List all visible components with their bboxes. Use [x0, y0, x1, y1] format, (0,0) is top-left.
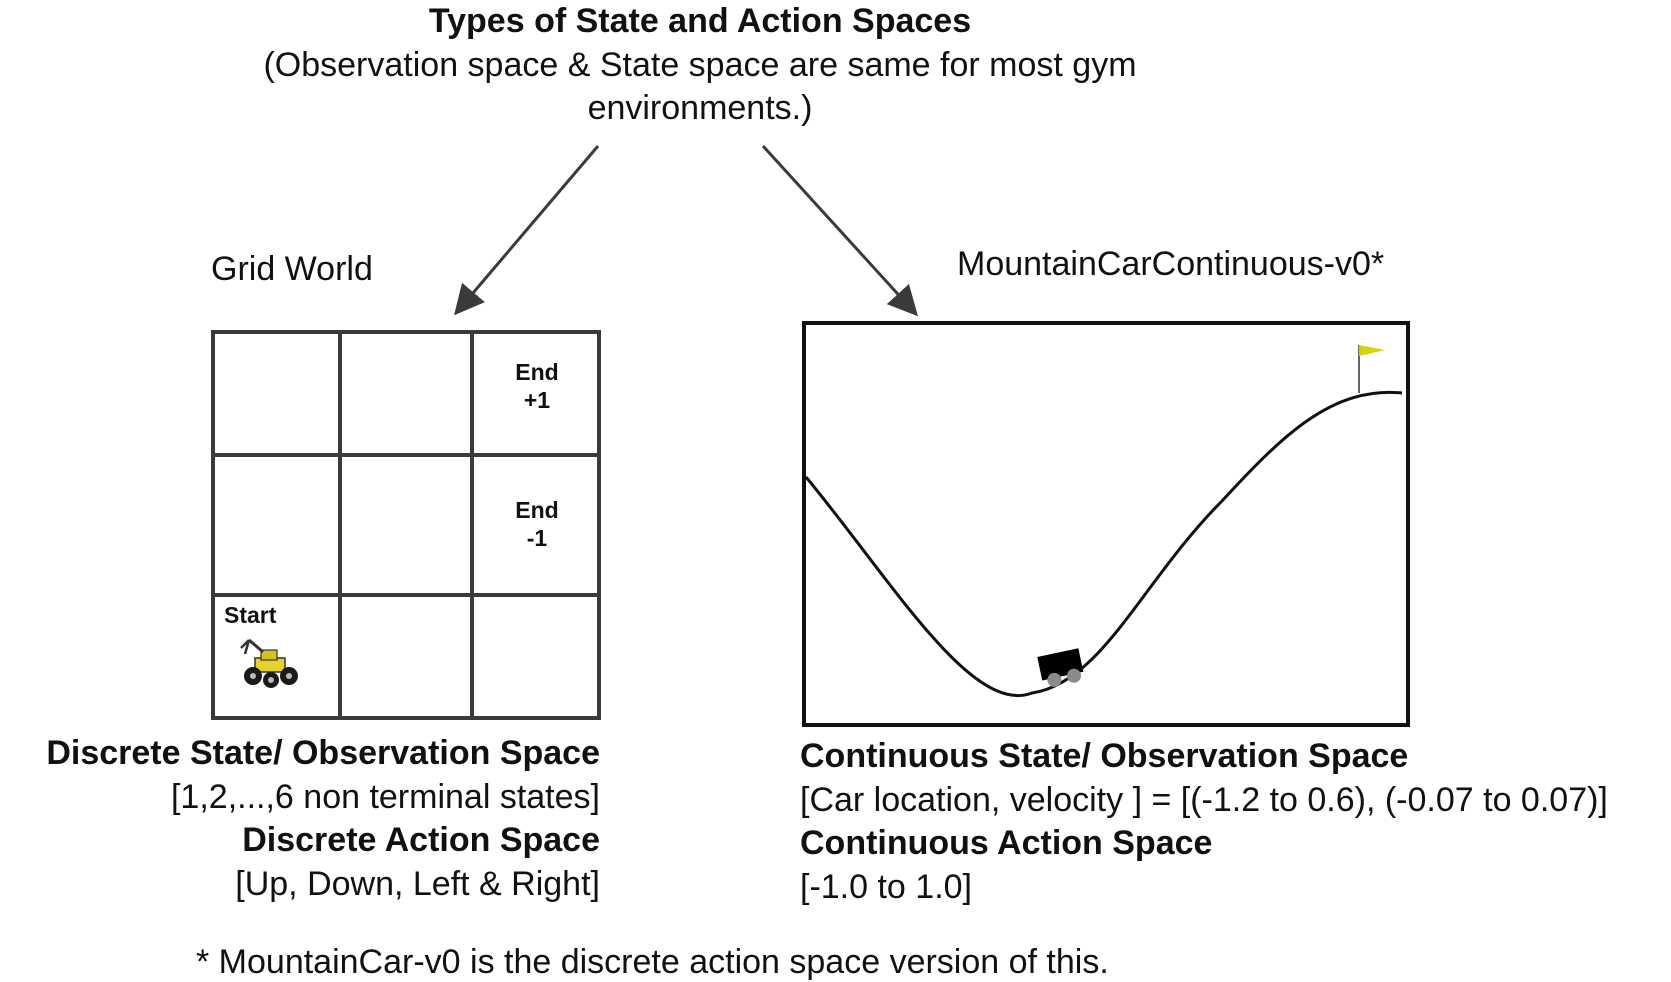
- continuous-action-value: [-1.0 to 1.0]: [800, 868, 972, 906]
- continuous-state-value: [Car location, velocity ] = [(-1.2 to 0.…: [800, 781, 1608, 819]
- cell-end-positive: End +1: [472, 358, 602, 414]
- end-label: End: [515, 497, 559, 523]
- goal-flag-icon: [1358, 345, 1385, 393]
- cell-start-label: Start: [224, 602, 277, 628]
- diagram-subtitle: (Observation space & State space are sam…: [263, 46, 1137, 127]
- robot-rover-icon: [240, 638, 298, 688]
- reward-label: -1: [526, 525, 548, 551]
- cell-end-negative: End -1: [472, 496, 602, 552]
- reward-label: +1: [523, 387, 551, 413]
- footnote: * MountainCar-v0 is the discrete action …: [196, 943, 1109, 981]
- continuous-action-heading: Continuous Action Space: [800, 824, 1213, 862]
- diagram-title: Types of State and Action Spaces: [428, 2, 972, 40]
- mountain-car-title: MountainCarContinuous-v0*: [957, 245, 1385, 283]
- continuous-state-heading: Continuous State/ Observation Space: [800, 737, 1409, 775]
- mountain-car-env: [802, 321, 1410, 727]
- discrete-action-value: [Up, Down, Left & Right]: [235, 865, 600, 903]
- discrete-state-heading: Discrete State/ Observation Space: [46, 734, 600, 772]
- discrete-action-heading: Discrete Action Space: [242, 821, 600, 859]
- end-label: End: [515, 359, 559, 385]
- arrow-to-grid-world: [454, 145, 600, 316]
- arrow-to-mountain-car: [761, 144, 919, 317]
- car: [1037, 648, 1084, 687]
- discrete-state-value: [1,2,...,6 non terminal states]: [170, 778, 600, 816]
- grid-world: [211, 330, 601, 720]
- mountain-curve: [804, 390, 1403, 697]
- grid-world-title: Grid World: [211, 250, 373, 288]
